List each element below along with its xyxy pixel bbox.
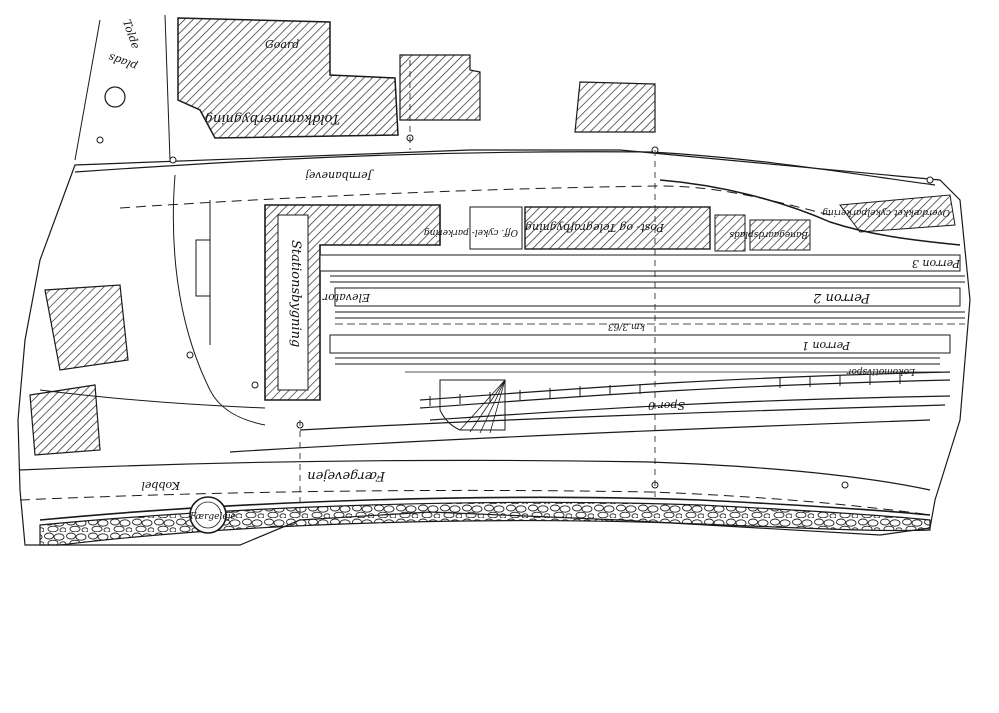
- left-street-edge-2: [164, 14, 171, 161]
- west-kiosk: [195, 239, 211, 297]
- faergevejen-south: [19, 489, 931, 516]
- jernbanevej-north-edge: [74, 151, 936, 186]
- east-cycle-shelter: [839, 194, 956, 233]
- cykelparkering-off-label: Off. cykel- parkering: [424, 227, 518, 237]
- perron-1-label: Perron 1: [802, 339, 851, 352]
- post-telegraf-label: Post- og Telegrafbygning: [525, 221, 665, 234]
- km-label: km 3/63: [608, 321, 645, 331]
- perron-3: [319, 254, 961, 272]
- sector-rays: [459, 379, 506, 434]
- west-building-block: [44, 284, 129, 371]
- traffic-sign: [104, 86, 126, 108]
- station-inner-wall: [277, 214, 309, 391]
- perron-3-label: Perron 3: [912, 257, 961, 270]
- elevator-label: Elevator: [322, 291, 371, 304]
- banegaardsplads: [749, 219, 811, 251]
- west-rail-curve: [39, 389, 266, 409]
- survey-lines: [299, 60, 656, 520]
- faergevejen-label: Færgevejen: [307, 468, 386, 483]
- goard-building: [177, 17, 399, 139]
- plads-label: plads: [106, 50, 139, 73]
- lokomotivspor-label: Lokomotivspor: [846, 366, 916, 376]
- track-ties: [429, 374, 901, 406]
- faergevejen-north: [19, 459, 931, 491]
- perron-2-label: Perron 2: [813, 290, 871, 305]
- faergeleje-marker-inner: [194, 501, 222, 529]
- east-curve-road: [659, 179, 961, 246]
- post-telegraf-annex: [714, 214, 746, 252]
- survey-markers: [96, 134, 934, 489]
- perron-1: [329, 334, 951, 354]
- toldkammer-label: Toldkammerbygning: [205, 111, 340, 126]
- left-street-edge: [74, 19, 101, 161]
- west-building-block-2: [29, 384, 101, 456]
- perron-2: [334, 287, 961, 307]
- toldkammer-building: [574, 81, 656, 133]
- jernbanevej-label: Jernbanevej: [305, 169, 374, 182]
- jernbanevej-south-edge: [119, 185, 831, 216]
- west-access-road: [172, 174, 266, 426]
- plan-outline: [17, 149, 971, 546]
- stationsbygning-label: Stationsbygning: [288, 240, 303, 347]
- sector-stairs: [439, 379, 506, 431]
- tolde-label: Tolde: [120, 18, 143, 51]
- kobbel-label: Kobbel: [141, 479, 181, 492]
- faergeleje-label: Færgeleje: [189, 512, 236, 522]
- stationsbygning: [264, 204, 441, 401]
- goard-building-2: [399, 54, 481, 121]
- banegaard-label: Banegaardsplads: [729, 229, 809, 239]
- quay-cobbles: [39, 501, 931, 546]
- track-group: [229, 275, 965, 453]
- off-cykelparkering: [469, 206, 523, 250]
- goard-label: Goard: [265, 38, 299, 51]
- cykelparkering-over-label: Overdækket cykelparkering: [822, 207, 950, 217]
- spor0-label: Spor 0: [648, 399, 685, 412]
- post-telegraf-building: [524, 206, 711, 250]
